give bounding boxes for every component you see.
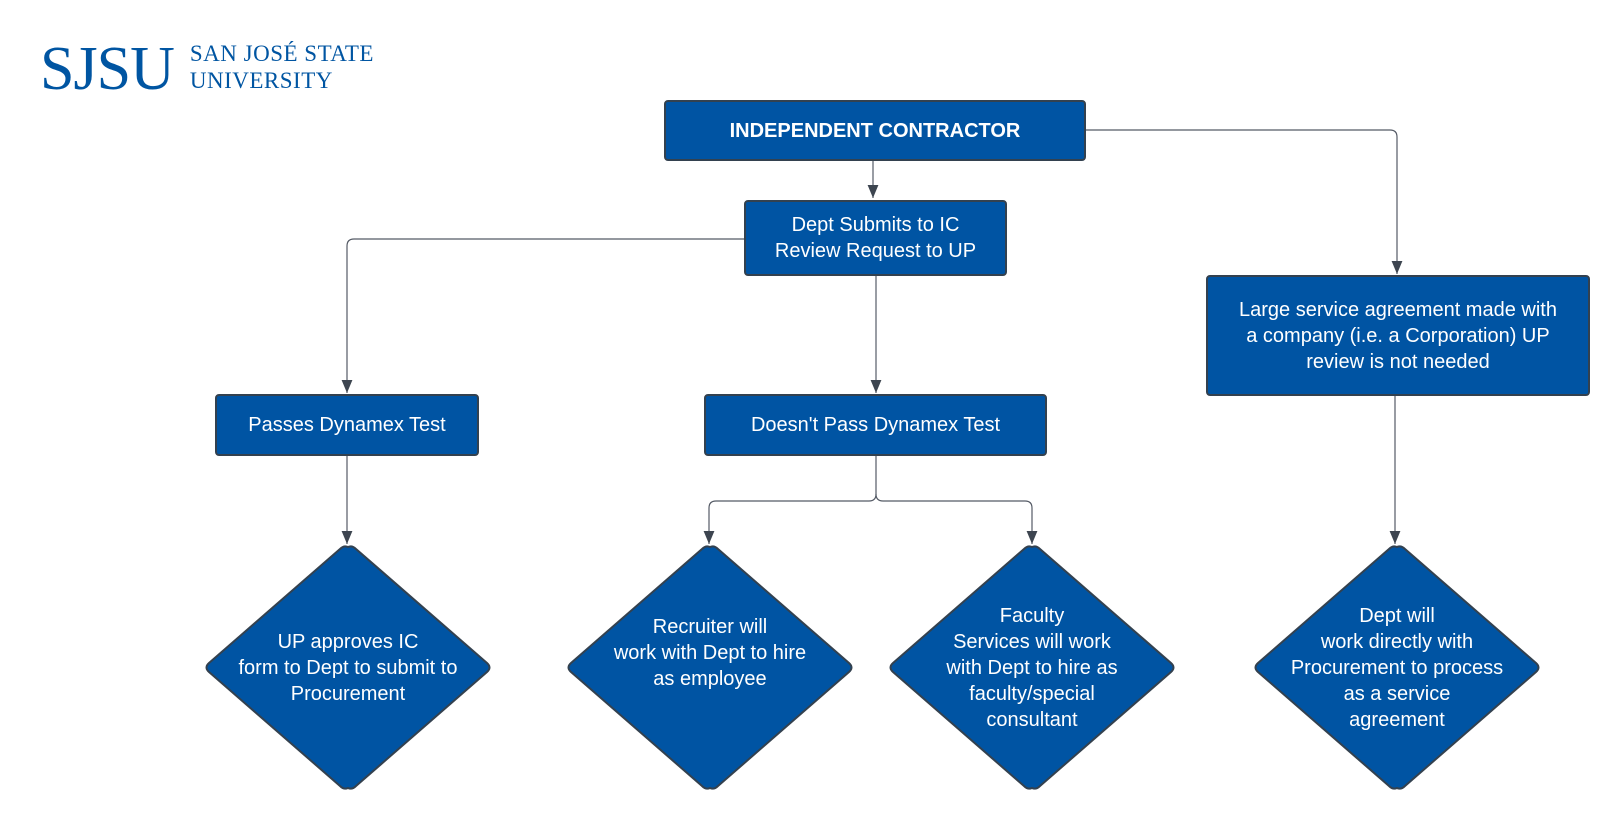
node-recruiter: Recruiter will work with Dept to hire as… xyxy=(565,545,855,790)
node-up-approves-text: UP approves IC form to Dept to submit to… xyxy=(238,630,458,705)
node-dept-submits: Dept Submits to IC Review Request to UP xyxy=(744,200,1007,276)
diamond-shape xyxy=(205,545,491,790)
node-procurement-text: Dept will work directly with Procurement… xyxy=(1290,604,1504,731)
node-procurement: Dept will work directly with Procurement… xyxy=(1252,545,1542,790)
connector-fails-to-recruiter xyxy=(703,456,877,544)
logo-mark: SJSU xyxy=(40,35,175,103)
diamond-shape xyxy=(1254,545,1540,790)
node-independent-contractor: INDEPENDENT CONTRACTOR xyxy=(664,100,1086,161)
sjsu-logo: SJSU SAN JOSÉ STATE UNIVERSITY xyxy=(40,36,374,106)
connector-submit-to-passes xyxy=(341,238,744,393)
node-faculty-services: Faculty Services will work with Dept to … xyxy=(887,545,1177,790)
diamond-shape xyxy=(889,545,1175,790)
node-recruiter-text: Recruiter will work with Dept to hire as… xyxy=(613,615,807,690)
logo-line-1: SAN JOSÉ STATE xyxy=(189,41,374,66)
node-up-approves: UP approves IC form to Dept to submit to… xyxy=(203,545,493,790)
node-fails-dynamex: Doesn't Pass Dynamex Test xyxy=(704,394,1047,456)
diamond-shape xyxy=(567,545,853,790)
node-faculty-services-text: Faculty Services will work with Dept to … xyxy=(946,604,1118,731)
node-passes-dynamex: Passes Dynamex Test xyxy=(215,394,479,456)
logo-line-2: UNIVERSITY xyxy=(189,68,333,93)
logo-wordmark: SAN JOSÉ STATE UNIVERSITY xyxy=(190,40,374,94)
node-large-service-agreement: Large service agreement made with a comp… xyxy=(1206,275,1590,396)
connector-fails-to-faculty xyxy=(875,493,1038,544)
connector-root-to-large xyxy=(1086,129,1403,274)
